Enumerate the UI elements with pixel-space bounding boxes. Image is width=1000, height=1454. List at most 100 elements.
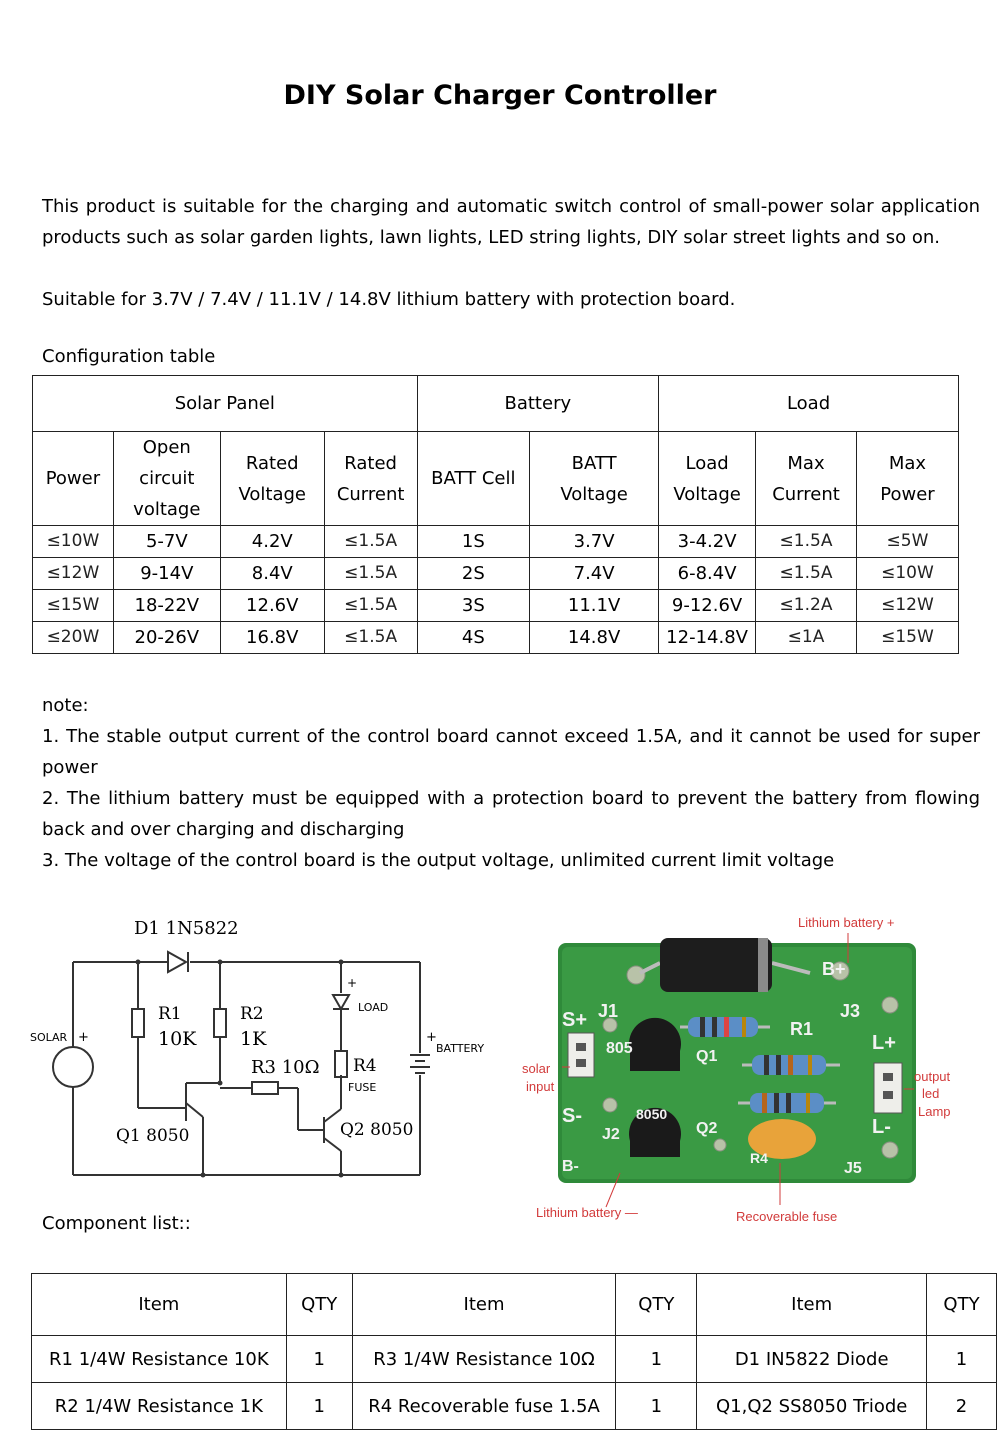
col-header: Item <box>31 1273 287 1336</box>
col-header: Rated Voltage <box>219 431 325 526</box>
table-cell: ≤1.5A <box>323 557 418 590</box>
group-header-row: Solar Panel Battery Load <box>32 375 959 432</box>
group-load: Load <box>658 375 959 432</box>
table-cell: 9-14V <box>112 557 221 590</box>
table-cell: ≤1.2A <box>755 589 857 622</box>
table-cell: ≤1.5A <box>323 589 418 622</box>
r2-name: R2 <box>240 1004 264 1024</box>
callout-lithium-minus: Lithium battery — <box>536 1205 638 1220</box>
battery-plus-label: + <box>426 1030 437 1045</box>
table-cell: 20-26V <box>112 621 221 654</box>
group-solar-panel: Solar Panel <box>32 375 418 432</box>
r4-label: R4 <box>353 1056 377 1076</box>
table-cell: 1 <box>285 1382 353 1430</box>
silk-label: L- <box>872 1116 891 1138</box>
silk-label: J3 <box>840 1001 860 1021</box>
table-cell: 1 <box>615 1335 698 1383</box>
col-header: BATT Cell <box>416 431 531 526</box>
table-cell: 11.1V <box>529 589 660 622</box>
table-cell: D1 IN5822 Diode <box>696 1335 928 1383</box>
table-cell: 1 <box>926 1335 997 1383</box>
battery-label: BATTERY <box>436 1042 484 1055</box>
group-battery: Battery <box>416 375 660 432</box>
table-cell: 14.8V <box>529 621 660 654</box>
load-plus-label: + <box>347 976 357 990</box>
intro-paragraph: This product is suitable for the chargin… <box>42 196 980 248</box>
callout-solar-input-1: solar <box>522 1061 551 1076</box>
col-header: Open circuit voltage <box>112 431 221 526</box>
solar-connector <box>567 1032 595 1078</box>
configuration-table: Solar Panel Battery Load Power Open circ… <box>32 375 960 654</box>
col-header: Rated Current <box>323 431 418 526</box>
table-cell: ≤15W <box>855 621 960 654</box>
fuse-component <box>748 1119 816 1159</box>
table-cell: R2 1/4W Resistance 1K <box>31 1382 287 1430</box>
silk-label: J2 <box>602 1126 620 1143</box>
col-header: QTY <box>285 1273 353 1336</box>
component-header-row: Item QTY Item QTY Item QTY <box>31 1273 997 1336</box>
table-cell: 12-14.8V <box>658 621 757 654</box>
table-cell: 3S <box>416 589 531 622</box>
table-cell: 8.4V <box>219 557 325 590</box>
table-cell: ≤12W <box>32 557 114 590</box>
table-cell: 3-4.2V <box>658 525 757 558</box>
table-cell: 2S <box>416 557 531 590</box>
table-cell: 18-22V <box>112 589 221 622</box>
silk-label: B- <box>562 1158 579 1175</box>
table-cell: ≤15W <box>32 589 114 622</box>
table-cell: Q1,Q2 SS8050 Triode <box>696 1382 928 1430</box>
table-cell: 7.4V <box>529 557 660 590</box>
table-cell: 16.8V <box>219 621 325 654</box>
table-cell: R3 1/4W Resistance 10Ω <box>351 1335 617 1383</box>
table-cell: ≤12W <box>855 589 960 622</box>
table-cell: ≤5W <box>855 525 960 558</box>
page-title: DIY Solar Charger Controller <box>283 80 717 111</box>
table-cell: 9-12.6V <box>658 589 757 622</box>
table-row: R2 1/4W Resistance 1K 1 R4 Recoverable f… <box>31 1382 997 1430</box>
table-cell: 4.2V <box>219 525 325 558</box>
note-item: 1. The stable output current of the cont… <box>42 726 980 778</box>
table-cell: 5-7V <box>112 525 221 558</box>
callout-solar-input-2: input <box>526 1079 555 1094</box>
table-cell: ≤1.5A <box>323 525 418 558</box>
r1-name: R1 <box>158 1004 182 1024</box>
col-header: Power <box>32 431 114 526</box>
col-header: QTY <box>926 1273 997 1336</box>
resistor-r3 <box>738 1093 836 1113</box>
table-row: ≤10W 5-7V 4.2V ≤1.5A 1S 3.7V 3-4.2V ≤1.5… <box>32 525 960 558</box>
silk-label: Q1 <box>696 1048 717 1065</box>
col-header: Max Current <box>755 431 857 526</box>
load-label: LOAD <box>358 1001 388 1014</box>
table-cell: ≤1A <box>755 621 857 654</box>
callout-output-3: Lamp <box>918 1104 951 1119</box>
circuit-schematic: D1 1N5822 R1 10K R2 1K R3 10Ω R4 FUSE LO… <box>30 918 484 1178</box>
notes-label: note: <box>42 695 89 716</box>
table-cell: ≤1.5A <box>755 557 857 590</box>
table-cell: 1 <box>285 1335 353 1383</box>
silk-label: 805 <box>606 1040 633 1057</box>
table-cell: ≤1.5A <box>323 621 418 654</box>
solar-label: SOLAR <box>30 1031 68 1044</box>
resistor-r1 <box>680 1017 770 1037</box>
q2-label: Q2 8050 <box>340 1120 413 1140</box>
component-list-label: Component list:: <box>42 1213 191 1234</box>
callout-fuse: Recoverable fuse <box>736 1209 837 1224</box>
r1-value: 10K <box>158 1028 197 1050</box>
silk-label: J1 <box>598 1001 618 1021</box>
silk-label: R1 <box>790 1019 813 1039</box>
table-cell: 4S <box>416 621 531 654</box>
table-row: R1 1/4W Resistance 10K 1 R3 1/4W Resista… <box>31 1335 997 1383</box>
callout-output-2: led <box>922 1086 939 1101</box>
silk-label: Q2 <box>696 1120 717 1137</box>
battery-compat-text: Suitable for 3.7V / 7.4V / 11.1V / 14.8V… <box>42 289 736 310</box>
silk-label: R4 <box>750 1150 768 1166</box>
col-header: Item <box>696 1273 928 1336</box>
table-row: ≤12W 9-14V 8.4V ≤1.5A 2S 7.4V 6-8.4V ≤1.… <box>32 557 960 590</box>
callout-lithium-plus: Lithium battery + <box>798 915 894 930</box>
column-header-row: Power Open circuit voltage Rated Voltage… <box>32 431 960 526</box>
resistor-r2 <box>742 1055 840 1075</box>
notes-section: note: 1. The stable output current of th… <box>42 690 980 876</box>
table-row: ≤15W 18-22V 12.6V ≤1.5A 3S 11.1V 9-12.6V… <box>32 589 960 622</box>
table-cell: 6-8.4V <box>658 557 757 590</box>
d1-label: D1 1N5822 <box>134 918 239 939</box>
